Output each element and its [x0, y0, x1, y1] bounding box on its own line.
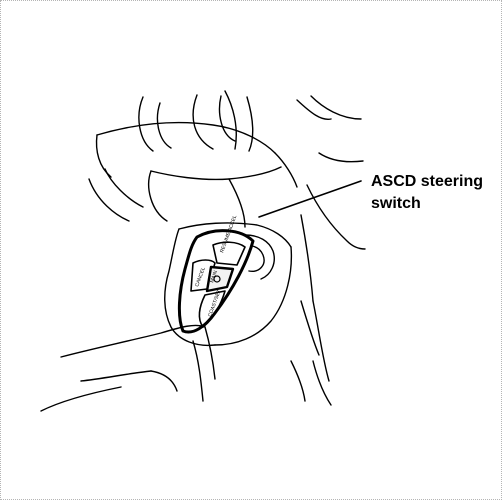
callout-leader-line — [259, 181, 361, 217]
switch-assembly — [179, 231, 253, 332]
horn-pad — [89, 123, 297, 227]
callout-line-1: ASCD steering — [371, 171, 483, 193]
wheel-hub-lines — [139, 91, 361, 151]
callout-label: ASCD steering switch — [371, 171, 483, 215]
wheel-rim — [291, 153, 365, 405]
hand — [41, 325, 215, 411]
callout-line-2: switch — [371, 193, 483, 215]
